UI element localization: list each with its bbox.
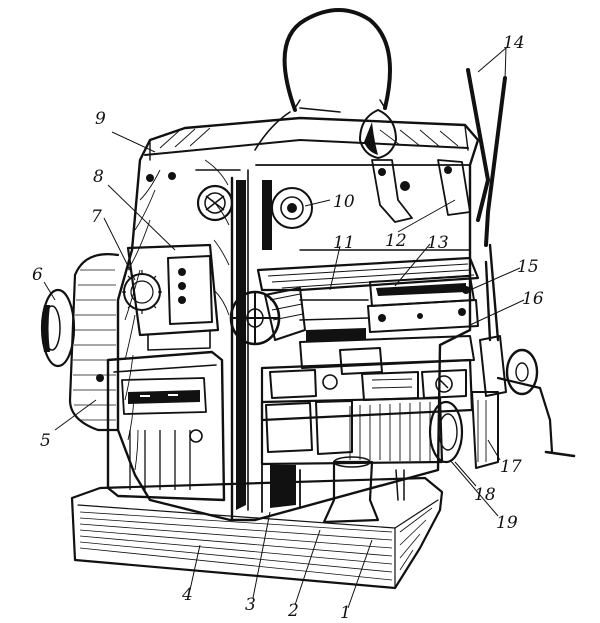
label-5: 5: [40, 431, 51, 451]
machine-column: [116, 116, 480, 522]
leader-4: [189, 544, 201, 591]
label-8: 8: [93, 167, 104, 187]
leader-2: [294, 529, 321, 606]
label-15: 15: [517, 257, 539, 277]
leader-15: [469, 267, 521, 291]
label-1: 1: [340, 603, 351, 623]
label-19: 19: [496, 513, 518, 533]
leader-17: [487, 439, 501, 461]
leader-12: [397, 199, 456, 233]
label-3: 3: [245, 595, 256, 615]
label-2: 2: [287, 601, 299, 621]
leader-14: [477, 47, 507, 81]
leader-9: [111, 131, 156, 153]
label-14: 14: [503, 33, 525, 53]
label-6: 6: [32, 265, 43, 285]
leader-8: [107, 184, 176, 251]
leader-6: [43, 281, 56, 301]
label-13: 13: [427, 233, 449, 253]
label-16: 16: [522, 289, 544, 309]
work-table: [256, 256, 480, 342]
speed-gearbox-panel: [122, 243, 220, 351]
leader-16: [469, 299, 525, 326]
leader-lines: [43, 47, 525, 609]
callout-labels: 1 2 3 4 5 6 7 8 9 10 11 12 13 14 15 16 1…: [32, 33, 544, 623]
leader-7: [103, 217, 136, 281]
label-7: 7: [91, 207, 102, 227]
leader-19: [449, 459, 499, 517]
leader-10: [304, 199, 331, 207]
label-12: 12: [385, 231, 407, 251]
top-dial: [146, 169, 241, 222]
label-17: 17: [500, 457, 522, 477]
label-11: 11: [333, 233, 355, 253]
label-4: 4: [181, 585, 193, 605]
machine-base: [70, 476, 444, 590]
label-18: 18: [474, 485, 496, 505]
leader-1: [347, 539, 373, 609]
leader-11: [329, 245, 341, 291]
leader-18: [454, 461, 477, 487]
leader-3: [252, 511, 271, 599]
electrical-cabinet: [106, 350, 226, 502]
label-10: 10: [333, 192, 355, 212]
overarm-opening: [255, 159, 471, 251]
leader-5: [54, 399, 97, 431]
spindle-housing: [40, 253, 120, 432]
table-handwheel: [229, 287, 306, 346]
lamp: [254, 8, 397, 159]
leader-13: [394, 243, 431, 287]
levers-and-crank: [466, 68, 576, 469]
label-9: 9: [95, 109, 106, 129]
